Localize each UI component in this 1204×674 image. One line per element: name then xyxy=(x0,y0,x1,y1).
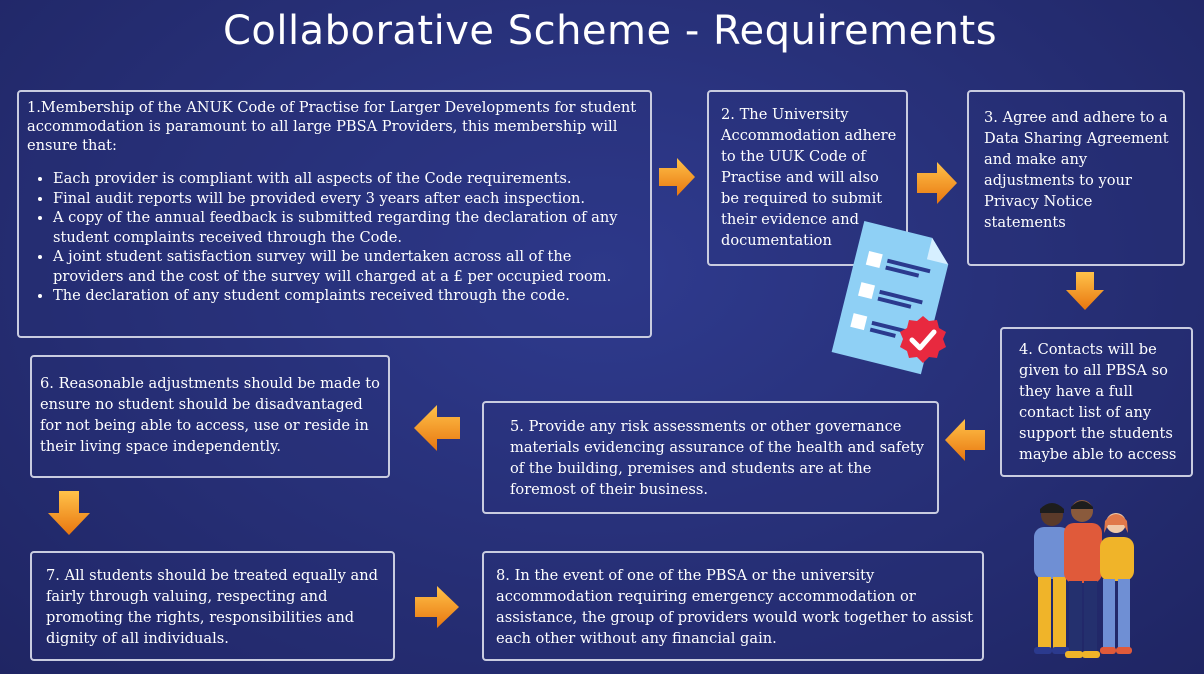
step-7-text: 7. All students should be treated equall… xyxy=(46,567,378,647)
step-6-text: 6. Reasonable adjustments should be made… xyxy=(40,375,380,455)
right-arrow-icon xyxy=(917,162,957,204)
step-5-box: 5. Provide any risk assessments or other… xyxy=(482,401,939,514)
step-1-bullet-list: Each provider is compliant with all aspe… xyxy=(27,169,640,306)
step-1-bullet: A joint student satisfaction survey will… xyxy=(53,247,640,286)
step-6-box: 6. Reasonable adjustments should be made… xyxy=(30,355,390,478)
step-8-box: 8. In the event of one of the PBSA or th… xyxy=(482,551,984,661)
step-1-bullet: A copy of the annual feedback is submitt… xyxy=(53,208,640,247)
page-title: Collaborative Scheme - Requirements xyxy=(222,8,998,54)
step-1-intro: 1.Membership of the ANUK Code of Practis… xyxy=(27,99,637,154)
students-group-illustration xyxy=(1034,500,1134,658)
left-arrow-icon xyxy=(945,419,985,461)
right-arrow-icon xyxy=(659,158,695,196)
step-1-bullet: The declaration of any student complaint… xyxy=(53,286,640,306)
step-4-text: 4. Contacts will be given to all PBSA so… xyxy=(1019,341,1177,463)
left-arrow-icon xyxy=(414,405,460,451)
step-1-bullet: Final audit reports will be provided eve… xyxy=(53,189,640,209)
step-5-text: 5. Provide any risk assessments or other… xyxy=(510,418,925,498)
step-1-box: 1.Membership of the ANUK Code of Practis… xyxy=(17,90,652,338)
step-3-text: 3. Agree and adhere to a Data Sharing Ag… xyxy=(984,109,1169,231)
right-arrow-icon xyxy=(415,586,459,628)
step-4-box: 4. Contacts will be given to all PBSA so… xyxy=(1000,327,1193,477)
down-arrow-icon xyxy=(1066,272,1104,310)
step-2-text: 2. The University Accommodation adhere t… xyxy=(721,106,897,249)
step-3-box: 3. Agree and adhere to a Data Sharing Ag… xyxy=(967,90,1185,266)
document-checklist-icon xyxy=(831,220,949,375)
step-8-text: 8. In the event of one of the PBSA or th… xyxy=(496,567,974,647)
step-1-bullet: Each provider is compliant with all aspe… xyxy=(53,169,640,189)
check-badge-icon xyxy=(900,316,946,363)
step-7-box: 7. All students should be treated equall… xyxy=(30,551,395,661)
down-arrow-icon xyxy=(48,491,90,535)
step-2-box: 2. The University Accommodation adhere t… xyxy=(707,90,908,266)
